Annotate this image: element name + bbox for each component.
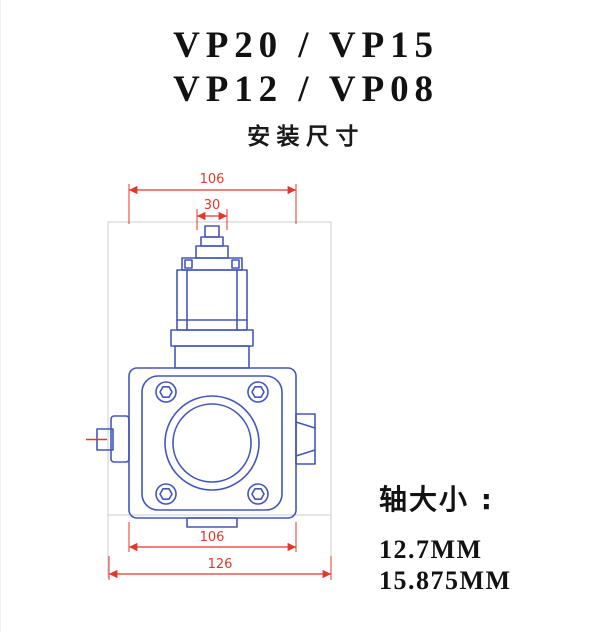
model-title-line-2: VP12 / VP08 — [173, 68, 439, 110]
pump-body — [128, 367, 297, 528]
bolt-hole-bottom-left — [155, 483, 177, 505]
dimension-body-width: 106 — [128, 522, 297, 552]
dimension-top-width: 106 — [128, 172, 297, 224]
shaft-size-block: 轴大小 : 12.7MM 15.875MM — [379, 478, 512, 596]
shaft-size-label: 轴大小 : — [379, 483, 494, 516]
dim-label-base-width: 126 — [208, 557, 233, 572]
right-port — [295, 413, 316, 465]
pump-front-view — [96, 225, 316, 528]
bolt-hole-bottom-right — [247, 483, 269, 505]
adjustment-screw — [181, 225, 243, 271]
dim-label-top-width: 106 — [200, 172, 225, 187]
shaft-size-option-1: 12.7MM — [379, 535, 483, 564]
dimension-base-width: 126 — [108, 556, 332, 580]
subtitle-mounting-dimensions: 安装尺寸 — [247, 124, 365, 151]
bolt-hole-top-right — [247, 381, 269, 403]
dim-label-body-width: 106 — [200, 530, 225, 545]
spring-housing — [170, 269, 254, 369]
model-title-line-1: VP20 / VP15 — [173, 25, 439, 66]
pilot-bore-circle — [164, 395, 260, 491]
shaft-size-option-2: 15.875MM — [379, 566, 512, 596]
bottom-tab — [186, 517, 238, 528]
dimension-screw-width: 30 — [196, 198, 228, 230]
dim-label-screw-width: 30 — [204, 198, 221, 213]
bolt-hole-top-left — [155, 381, 177, 403]
title-block: VP20 / VP15 VP12 / VP08 安装尺寸 — [1, 24, 610, 151]
